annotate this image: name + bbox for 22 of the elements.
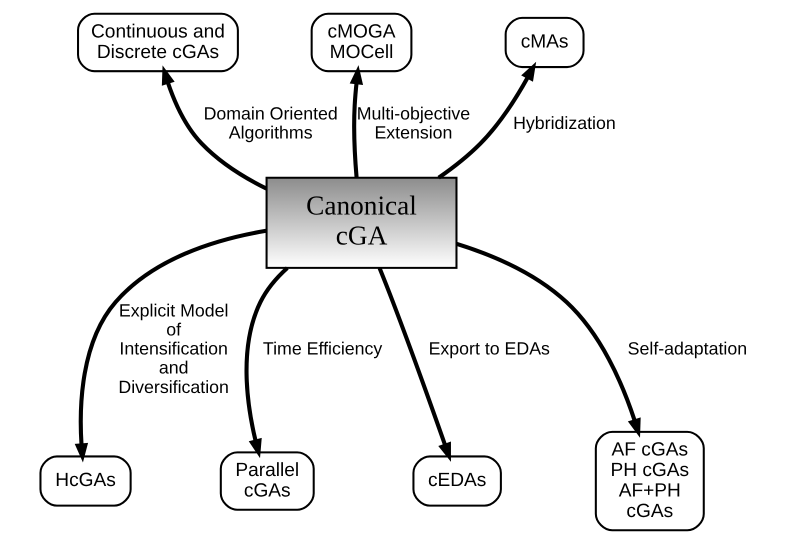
node-box: cMAs (504, 16, 585, 68)
arrow (162, 65, 268, 190)
arrow (456, 242, 641, 438)
edge-label: Multi-objective Extension (356, 104, 470, 143)
edge-label: Domain Oriented Algorithms (204, 104, 338, 143)
arrow (244, 266, 289, 458)
edge-label: Self-adaptation (628, 338, 748, 359)
node-box: Continuous and Discrete cGAs (77, 12, 239, 72)
arrow (350, 65, 364, 178)
arrow (378, 267, 451, 462)
edge-label: Export to EDAs (428, 338, 550, 359)
arrow (74, 228, 267, 463)
node-box: HcGAs (39, 455, 132, 507)
edge-label: Time Efficiency (262, 338, 382, 359)
node-box: AF cGAs PH cGAs AF+PH cGAs (594, 430, 705, 532)
node-box: Canonical cGA (266, 176, 458, 269)
arrow (438, 62, 536, 180)
node-box: cEDAs (412, 455, 502, 507)
edge-label: Hybridization (513, 113, 616, 134)
edge-label: Explicit Model of Intensification and Diversification (118, 300, 229, 397)
node-box: Parallel cGAs (220, 451, 315, 511)
node-box: cMOGA MOCell (310, 12, 412, 72)
